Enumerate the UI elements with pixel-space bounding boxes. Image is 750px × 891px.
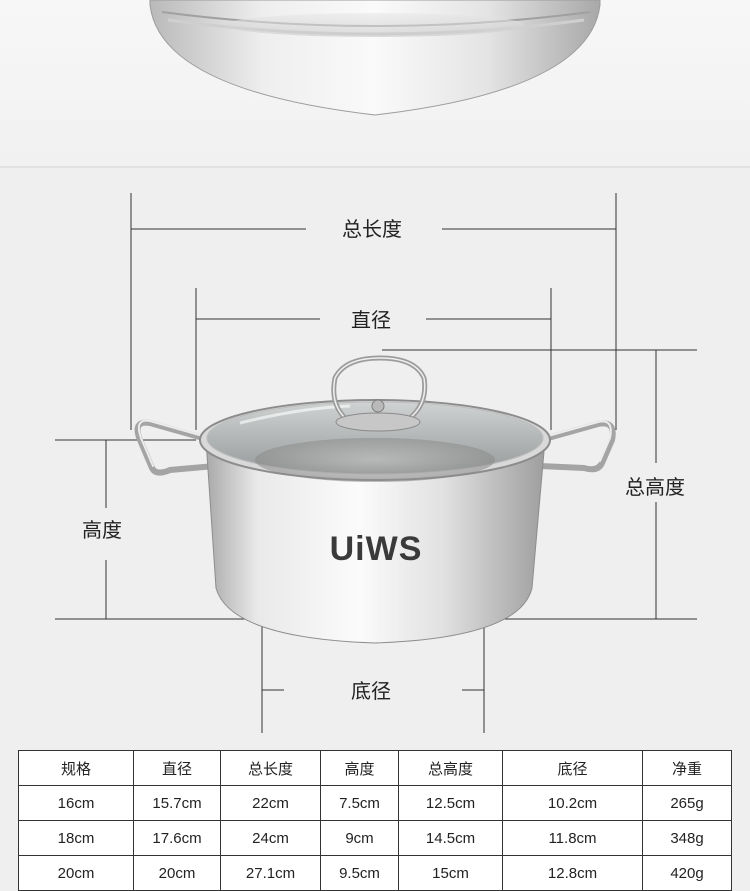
top-product-photo	[0, 0, 750, 166]
header-total-height: 总高度	[398, 750, 503, 786]
table-row: 18cm 17.6cm 24cm 9cm 14.5cm 11.8cm 348g	[18, 820, 732, 856]
header-total-length: 总长度	[220, 750, 321, 786]
cell-total-height: 12.5cm	[398, 785, 503, 821]
cell-net-weight: 420g	[642, 855, 732, 891]
dimension-diagram: UiWS 总长度 直径 高度 总高度 底径	[0, 168, 750, 748]
header-diameter: 直径	[133, 750, 221, 786]
diameter-label: 直径	[347, 308, 395, 332]
cell-total-length: 24cm	[220, 820, 321, 856]
spec-table: 规格 直径 总长度 高度 总高度 底径 净重 16cm 15.7cm 22cm …	[18, 750, 732, 891]
cell-height: 9.5cm	[320, 855, 399, 891]
cell-height: 7.5cm	[320, 785, 399, 821]
header-height: 高度	[320, 750, 399, 786]
cell-total-height: 15cm	[398, 855, 503, 891]
cell-base-diameter: 10.2cm	[502, 785, 643, 821]
base-diameter-label: 底径	[347, 679, 395, 703]
height-label: 高度	[78, 518, 126, 542]
total-height-label: 总高度	[621, 475, 689, 499]
cell-net-weight: 265g	[642, 785, 732, 821]
total-length-label: 总长度	[338, 217, 406, 241]
section-divider	[0, 166, 750, 168]
table-header-row: 规格 直径 总长度 高度 总高度 底径 净重	[18, 750, 732, 786]
dimension-lines: UiWS	[55, 193, 697, 733]
pot-bottom-image	[149, 0, 601, 116]
header-base-diameter: 底径	[502, 750, 643, 786]
pot-handles	[134, 419, 616, 476]
cell-diameter: 17.6cm	[133, 820, 221, 856]
pot-logo: UiWS	[330, 530, 423, 568]
cell-base-diameter: 12.8cm	[502, 855, 643, 891]
cell-size: 18cm	[18, 820, 134, 856]
cell-size: 20cm	[18, 855, 134, 891]
cell-diameter: 15.7cm	[133, 785, 221, 821]
cell-size: 16cm	[18, 785, 134, 821]
header-net-weight: 净重	[642, 750, 732, 786]
cell-base-diameter: 11.8cm	[502, 820, 643, 856]
cell-diameter: 20cm	[133, 855, 221, 891]
table-row: 20cm 20cm 27.1cm 9.5cm 15cm 12.8cm 420g	[18, 855, 732, 891]
header-size: 规格	[18, 750, 134, 786]
cell-total-length: 22cm	[220, 785, 321, 821]
table-row: 16cm 15.7cm 22cm 7.5cm 12.5cm 10.2cm 265…	[18, 785, 732, 821]
cell-total-height: 14.5cm	[398, 820, 503, 856]
cell-net-weight: 348g	[642, 820, 732, 856]
cell-total-length: 27.1cm	[220, 855, 321, 891]
cell-height: 9cm	[320, 820, 399, 856]
